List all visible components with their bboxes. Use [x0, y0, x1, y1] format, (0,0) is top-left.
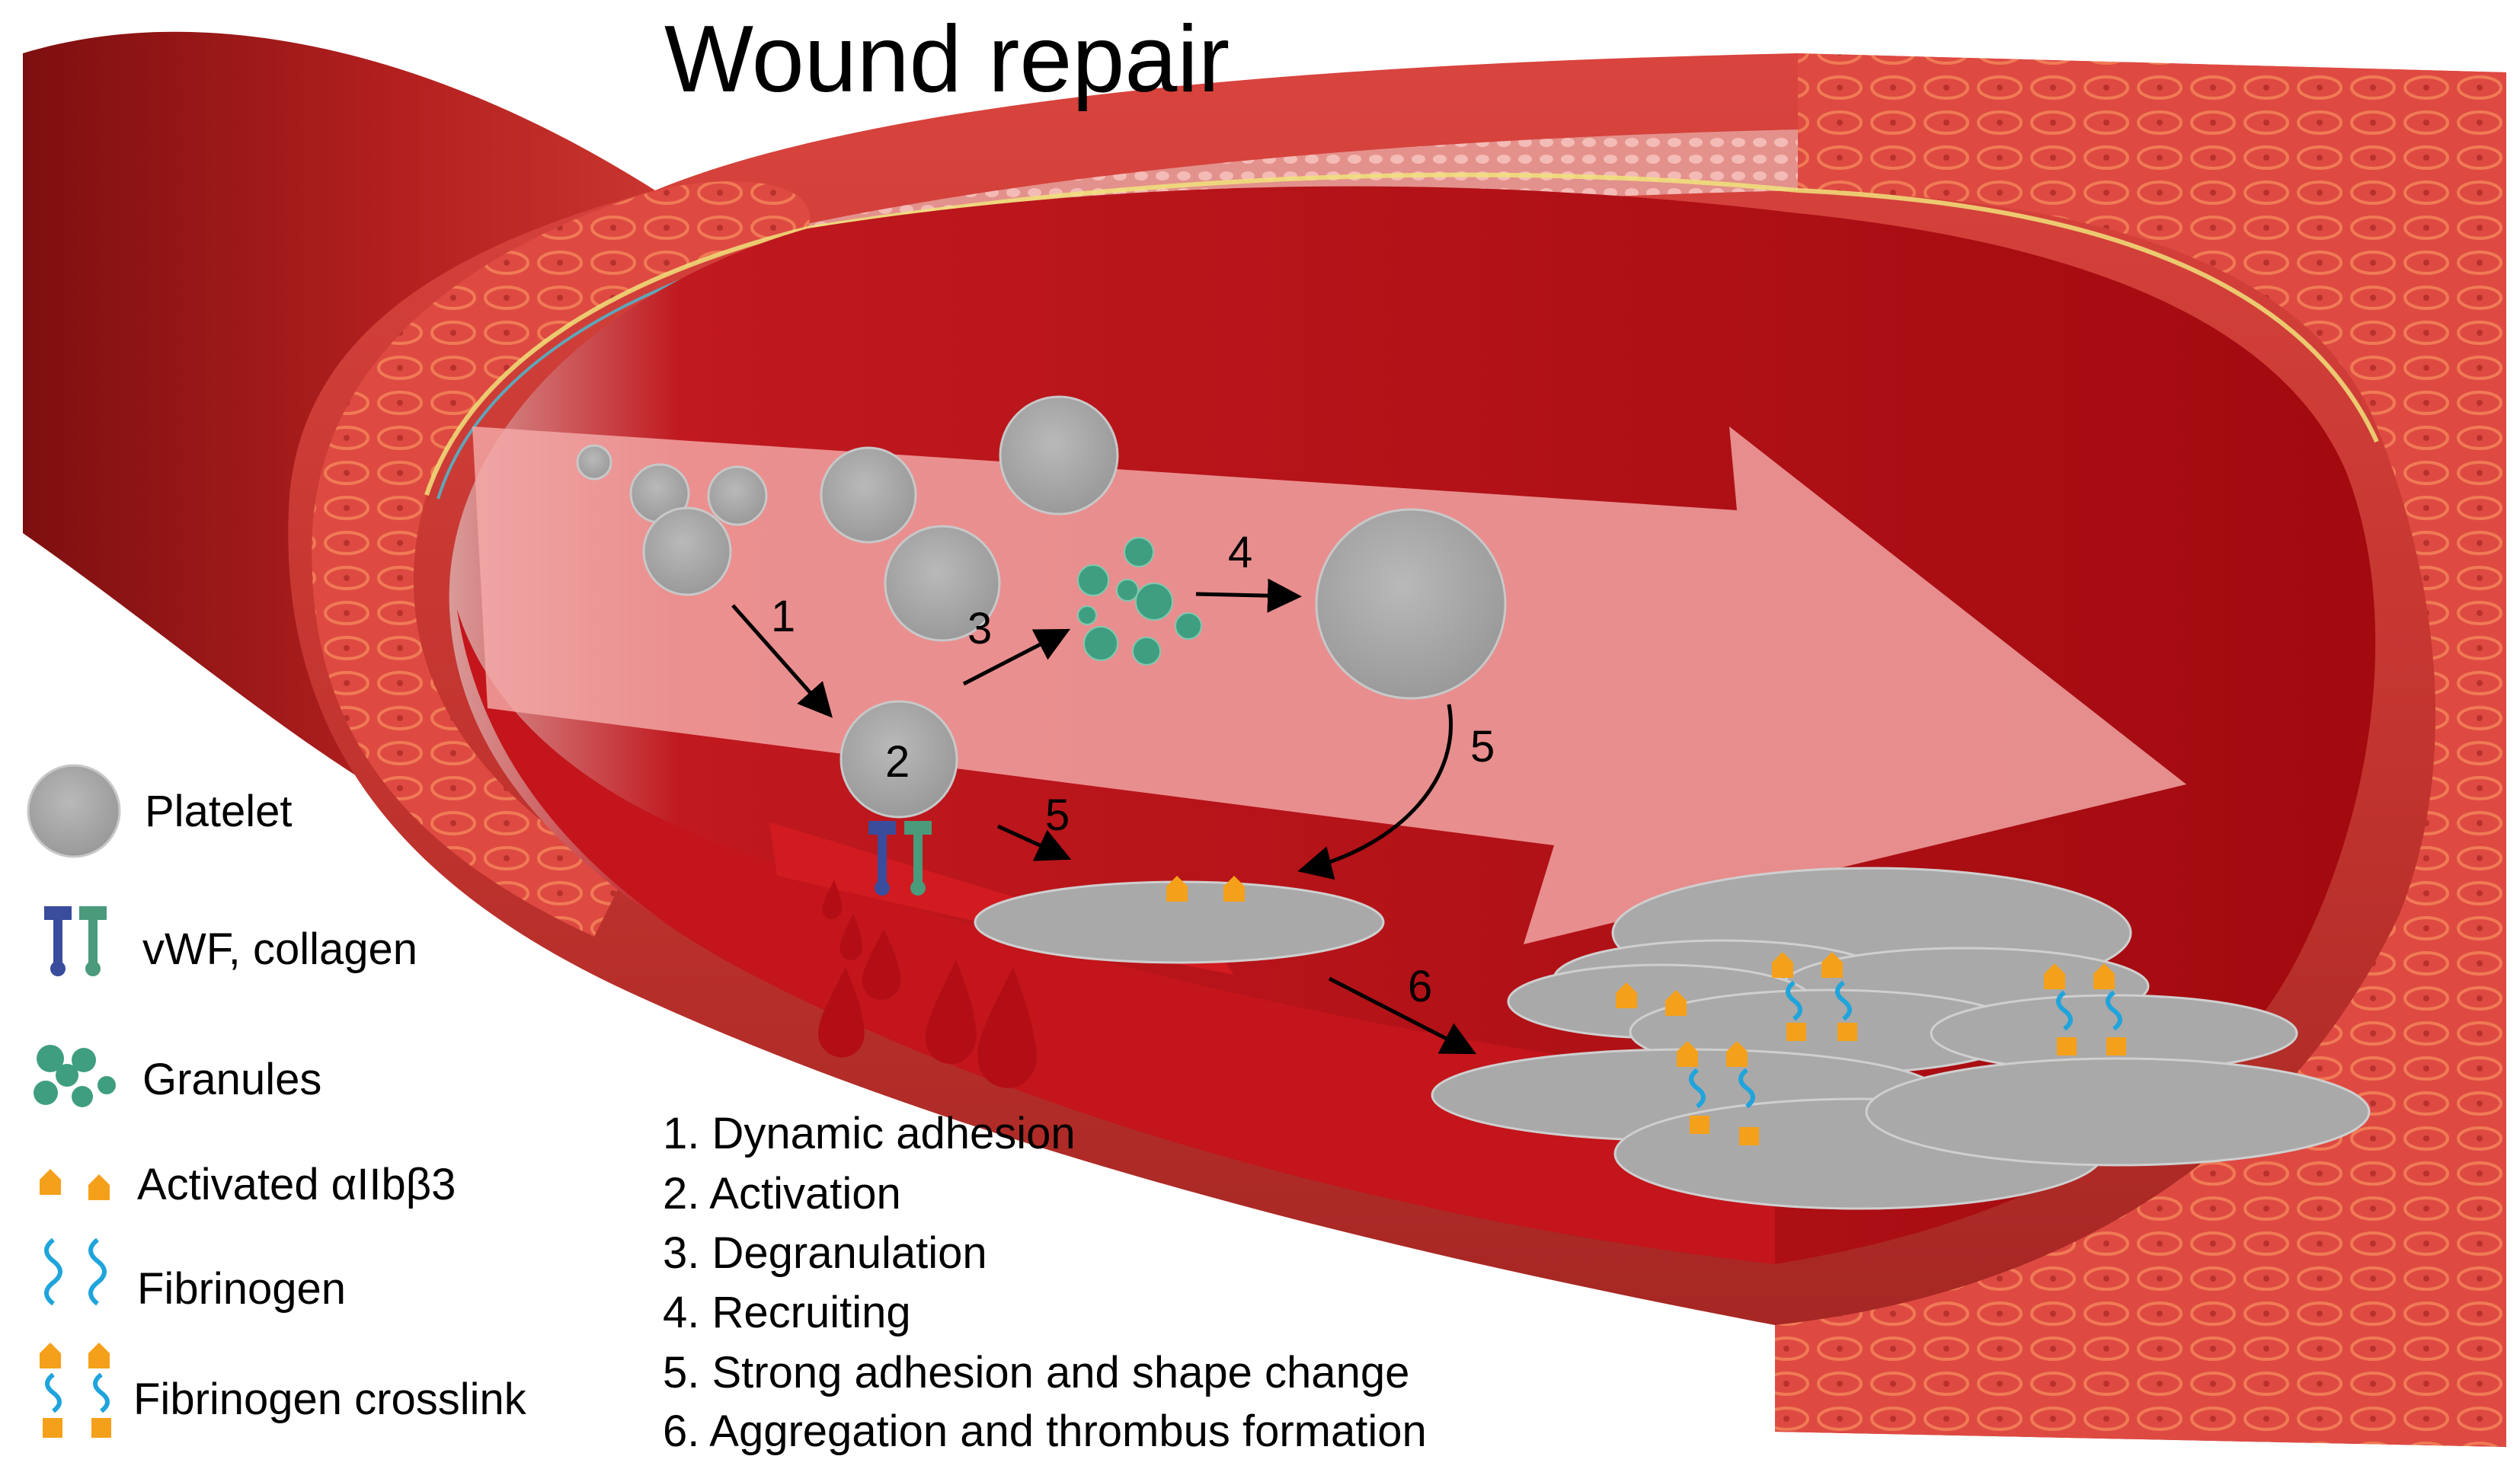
steps-list: 1. Dynamic adhesion 2. Activation 3. Deg…	[663, 1109, 1427, 1456]
legend-vwf-icon	[44, 906, 107, 976]
crosslink-pair	[1677, 1041, 1759, 1145]
legend-label-crosslink: Fibrinogen crosslink	[133, 1375, 527, 1424]
legend-label-vwf: vWF, collagen	[142, 925, 417, 974]
legend-label-granules: Granules	[142, 1055, 321, 1104]
step-marker-5a: 5	[1470, 722, 1495, 771]
legend-granules-icon	[34, 1045, 116, 1107]
step-item: 4. Recruiting	[663, 1288, 911, 1337]
diagram-title: Wound repair	[664, 7, 1230, 112]
step-item: 1. Dynamic adhesion	[663, 1109, 1076, 1158]
platelet	[642, 506, 732, 596]
step-marker-5b: 5	[1045, 790, 1070, 840]
thrombus-aggregate	[1431, 867, 2371, 1210]
vwf-collagen-receptors	[868, 821, 932, 896]
arrow-step-6	[1328, 976, 1477, 1055]
platelet	[839, 700, 958, 819]
platelet	[999, 395, 1119, 516]
vessel-ring-layer	[312, 181, 811, 937]
legend-label-fibrinogen: Fibrinogen	[137, 1264, 346, 1314]
step-marker-6: 6	[1408, 962, 1432, 1011]
crosslink-pair	[2044, 963, 2126, 1055]
granules-cluster	[1077, 537, 1202, 666]
step-item: 6. Aggregation and thrombus formation	[663, 1407, 1427, 1456]
arrow-step-1	[731, 604, 833, 718]
step-markers: 1 2 3 4 5 5 6	[771, 528, 1495, 1011]
platelet	[884, 525, 1001, 642]
platelet	[707, 465, 768, 526]
legend: Platelet vWF, collagen Granules Activate…	[27, 764, 527, 1438]
crosslink-pair	[1772, 952, 1857, 1041]
legend-fibrinogen-icon	[44, 1237, 107, 1306]
step-marker-2: 2	[885, 737, 910, 787]
adhered-platelet	[974, 876, 1385, 964]
legend-platelet-icon	[27, 764, 121, 858]
platelet	[820, 446, 917, 544]
step-item: 5. Strong adhesion and shape change	[663, 1348, 1409, 1397]
step-item: 2. Activation	[663, 1169, 901, 1218]
step-marker-3: 3	[967, 604, 992, 653]
platelet	[576, 444, 612, 481]
arrow-step-5-short	[996, 824, 1072, 861]
step-marker-1: 1	[771, 592, 795, 641]
legend-label-platelet: Platelet	[145, 787, 292, 836]
step-marker-4: 4	[1228, 528, 1252, 577]
legend-label-integrin: Activated αIIbβ3	[137, 1160, 456, 1209]
arrow-step-3	[962, 628, 1071, 686]
blood-vessel	[23, 31, 2506, 1447]
platelet	[1315, 508, 1507, 700]
circulating-platelets	[576, 395, 1507, 819]
process-arrows	[731, 578, 1477, 1055]
thrombus-crosslinks	[1616, 952, 2126, 1145]
arrow-step-4	[1195, 578, 1302, 613]
arrow-step-5-curve	[1297, 704, 1453, 880]
legend-integrin-icon	[40, 1169, 110, 1200]
legend-crosslink-icon	[40, 1343, 111, 1438]
blood-drops	[817, 880, 1038, 1088]
step-item: 3. Degranulation	[663, 1228, 987, 1278]
